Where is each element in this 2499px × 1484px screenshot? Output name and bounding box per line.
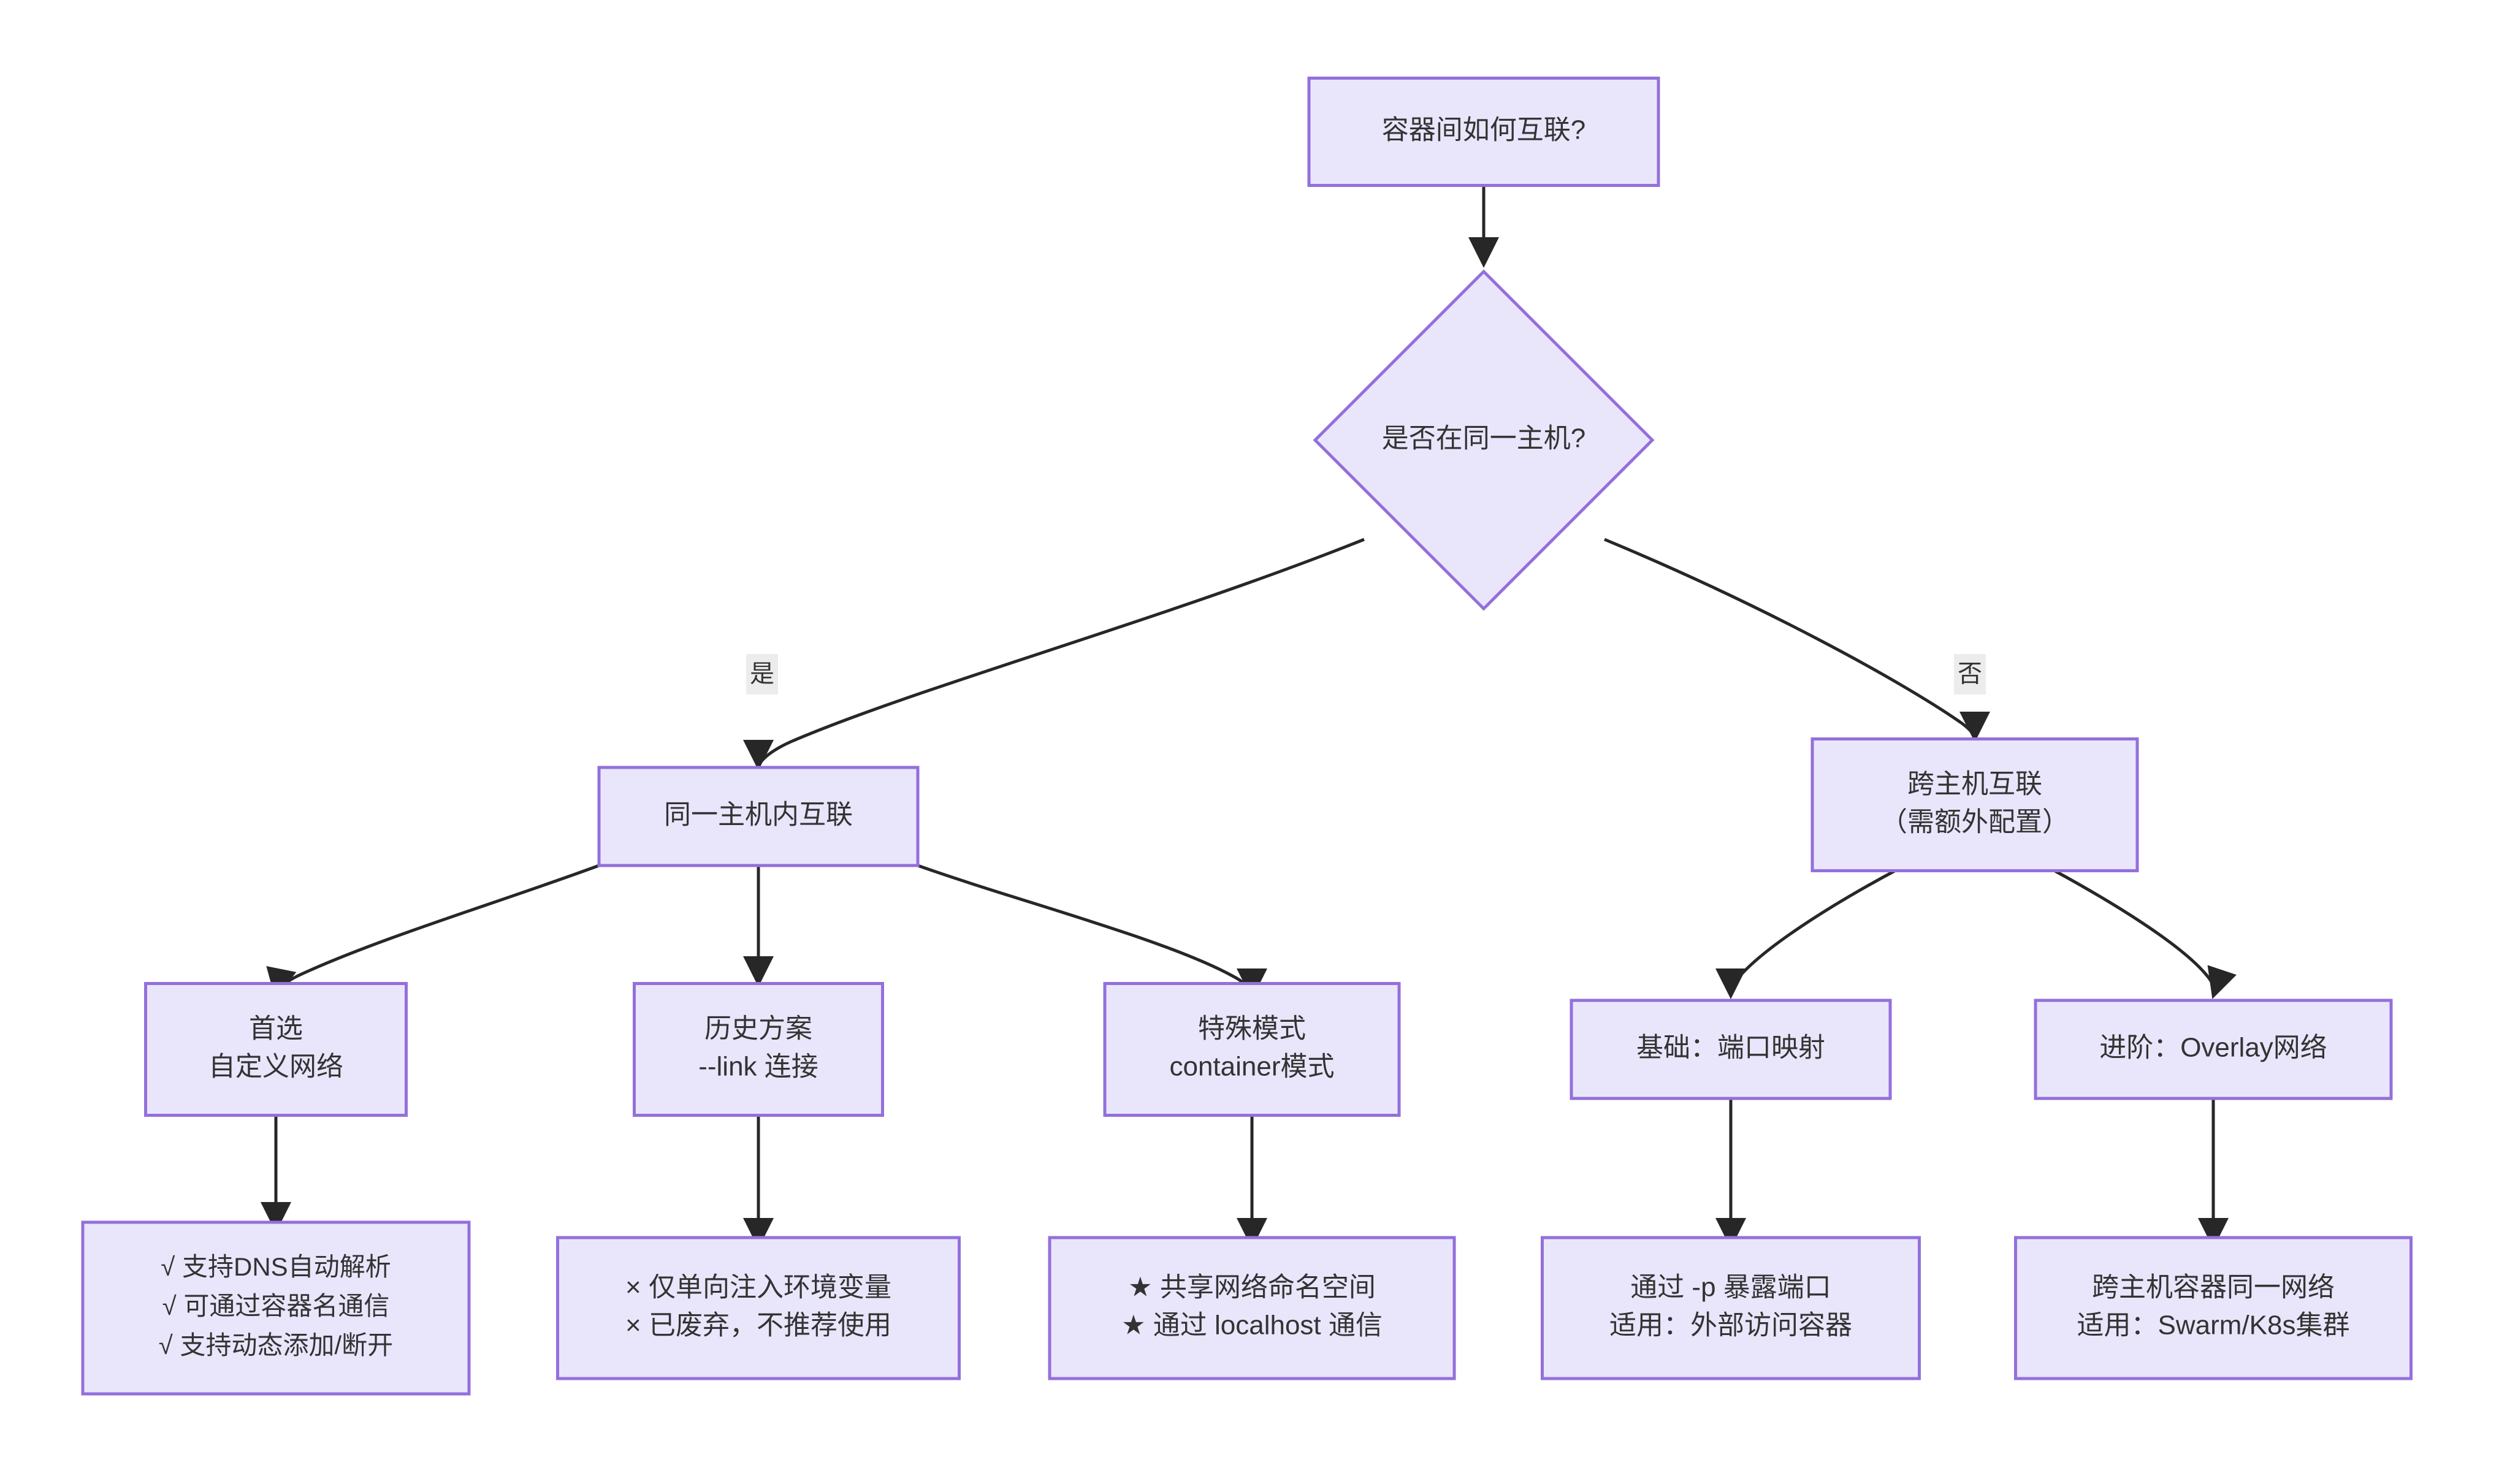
node-label-container-mode-traits-line-1: ★ 通过 localhost 通信 xyxy=(1121,1311,1383,1341)
edge-intra-host-to-custom-network xyxy=(266,864,600,999)
node-label-cross-host-line-0: 跨主机互联 xyxy=(1907,769,2042,799)
edge-label-bg xyxy=(746,654,778,694)
node-label-legacy-link-line-1: --link 连接 xyxy=(698,1052,818,1082)
node-intra-host[interactable]: 同一主机内互联 xyxy=(597,766,920,867)
edge-cross-host-to-overlay-network xyxy=(2054,869,2237,999)
node-label-port-mapping-usage-line-1: 适用：外部访问容器 xyxy=(1609,1311,1852,1341)
node-label-overlay-network-usage-line-0: 跨主机容器同一网络 xyxy=(2092,1273,2335,1303)
edge-same-host-decision-to-intra-host xyxy=(743,538,1365,771)
box-shape-custom-network xyxy=(144,982,408,1117)
box-shape-custom-network-benefits xyxy=(81,1220,471,1396)
node-legacy-link-issues[interactable]: × 仅单向注入环境变量 × 已废弃，不推荐使用 xyxy=(556,1236,961,1380)
node-label-cross-host-line-1: （需额外配置） xyxy=(1880,807,2069,837)
node-label-custom-network-benefits-line-1: √ 可通过容器名通信 xyxy=(162,1292,390,1320)
node-label-custom-network-line-1: 自定义网络 xyxy=(208,1052,343,1082)
box-shape-root xyxy=(1307,77,1660,187)
node-label-container-mode-traits-line-0: ★ 共享网络命名空间 xyxy=(1128,1273,1376,1303)
edge-same-host-decision-to-cross-host xyxy=(1604,538,1990,742)
node-same-host-decision[interactable]: 是否在同一主机? xyxy=(1313,269,1655,611)
edge-label-text: 是 xyxy=(750,661,774,688)
node-label-custom-network-benefits-line-0: √ 支持DNS自动解析 xyxy=(161,1252,391,1281)
node-label-root-line-0: 容器间如何互联? xyxy=(1382,115,1585,145)
node-legacy-link[interactable]: 历史方案 --link 连接 xyxy=(633,982,884,1117)
node-label-custom-network-line-0: 首选 xyxy=(249,1014,303,1044)
node-label-intra-host-line-0: 同一主机内互联 xyxy=(664,800,853,830)
node-label-port-mapping-usage-line-0: 通过 -p 暴露端口 xyxy=(1630,1273,1831,1303)
box-shape-overlay-network-usage xyxy=(2014,1236,2413,1380)
edge-labels-layer: 是否 xyxy=(746,654,1986,694)
node-overlay-network[interactable]: 进阶：Overlay网络 xyxy=(2034,999,2393,1100)
node-label-overlay-network-line-0: 进阶：Overlay网络 xyxy=(2099,1033,2327,1063)
node-label-legacy-link-issues-line-1: × 已废弃，不推荐使用 xyxy=(625,1311,891,1341)
box-shape-port-mapping xyxy=(1570,999,1892,1100)
edge-label-bg xyxy=(1954,654,1986,694)
node-label-legacy-link-line-0: 历史方案 xyxy=(704,1014,812,1044)
node-label-overlay-network-usage-line-1: 适用：Swarm/K8s集群 xyxy=(2077,1311,2350,1341)
box-shape-overlay-network xyxy=(2034,999,2393,1100)
node-label-legacy-link-issues-line-0: × 仅单向注入环境变量 xyxy=(625,1273,891,1303)
node-label-port-mapping-line-0: 基础：端口映射 xyxy=(1636,1033,1825,1063)
decision-shape-same-host-decision xyxy=(1313,269,1655,611)
node-custom-network-benefits[interactable]: √ 支持DNS自动解析 √ 可通过容器名通信 √ 支持动态添加/断开 xyxy=(81,1220,471,1396)
box-shape-cross-host xyxy=(1810,737,2139,872)
edge-label-text: 否 xyxy=(1958,661,1982,688)
node-cross-host[interactable]: 跨主机互联 （需额外配置） xyxy=(1810,737,2139,872)
node-label-container-mode-line-1: container模式 xyxy=(1169,1052,1334,1082)
box-shape-container-mode-traits xyxy=(1048,1236,1456,1380)
edge-cross-host-to-port-mapping xyxy=(1715,869,1896,999)
edges-layer xyxy=(261,186,2237,1249)
nodes-layer: 容器间如何互联? 是否在同一主机? 同一主机内互联 跨主机互联 （需额外配置） 首选自定义… xyxy=(81,77,2413,1396)
box-shape-legacy-link xyxy=(633,982,884,1117)
box-shape-port-mapping-usage xyxy=(1541,1236,1921,1380)
box-shape-container-mode xyxy=(1103,982,1401,1117)
node-root[interactable]: 容器间如何互联? xyxy=(1307,77,1660,187)
box-shape-intra-host xyxy=(597,766,920,867)
node-label-container-mode-line-0: 特殊模式 xyxy=(1198,1014,1306,1044)
node-port-mapping[interactable]: 基础：端口映射 xyxy=(1570,999,1892,1100)
node-container-mode-traits[interactable]: ★ 共享网络命名空间 ★ 通过 localhost 通信 xyxy=(1048,1236,1456,1380)
node-container-mode[interactable]: 特殊模式 container模式 xyxy=(1103,982,1401,1117)
node-label-custom-network-benefits-line-2: √ 支持动态添加/断开 xyxy=(159,1331,393,1360)
node-label-same-host-decision-line-0: 是否在同一主机? xyxy=(1382,424,1585,454)
box-shape-legacy-link-issues xyxy=(556,1236,961,1380)
edge-intra-host-to-container-mode xyxy=(917,864,1267,999)
edge-label-same-host-decision-to-intra-host: 是 xyxy=(746,654,778,694)
edge-label-same-host-decision-to-cross-host: 否 xyxy=(1954,654,1986,694)
